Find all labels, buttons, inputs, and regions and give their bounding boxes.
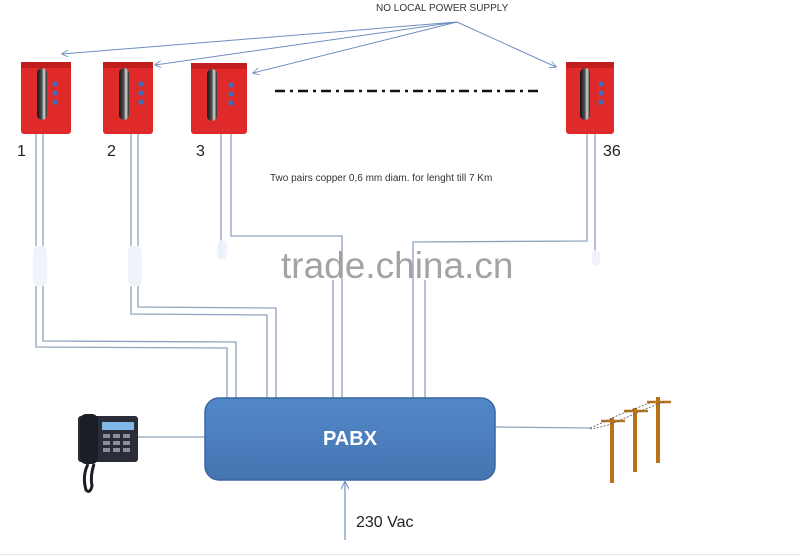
pabx-label: PABX: [322, 427, 378, 450]
desk-phone-icon: [78, 414, 138, 493]
arrow-to-phone-2: [155, 21, 458, 65]
watermark: trade.china.cn: [281, 245, 514, 286]
phone-2: [103, 62, 153, 134]
wire-phone-1-a2: [35, 286, 228, 398]
handset-icon: [207, 69, 217, 121]
wire-phone-36-a: [412, 134, 588, 398]
wire-phone-2-b2: [137, 286, 277, 398]
phone-label-1: 1: [17, 143, 26, 160]
handset-icon: [580, 68, 590, 120]
handset-icon: [37, 68, 47, 120]
wire-fade: [33, 240, 600, 286]
wires: [35, 134, 596, 438]
power-supply-label: 230 Vac: [356, 514, 414, 531]
arrow-to-phone-1: [62, 21, 458, 54]
power-arrows: [62, 21, 556, 73]
phone-3: [191, 63, 247, 134]
no-local-power-note: NO LOCAL POWER SUPPLY: [376, 3, 509, 14]
wire-external-line: [494, 426, 591, 429]
arrow-to-phone-36: [456, 21, 556, 67]
cable-spec-note: Two pairs copper 0,6 mm diam. for lenght…: [270, 173, 493, 184]
wire-phone-2-a2: [130, 286, 268, 398]
phone-label-2: 2: [107, 143, 116, 160]
arrow-to-phone-3: [253, 21, 458, 73]
wire-phone-3-b: [230, 134, 343, 398]
handset-icon: [119, 68, 129, 120]
phone-label-3: 3: [196, 143, 205, 160]
phone-label-36: 36: [603, 143, 621, 160]
wire-phone-1-b2: [42, 286, 237, 398]
phone-36: [566, 62, 614, 134]
bottom-divider: [0, 554, 800, 555]
telephone-poles-icon: [589, 397, 671, 483]
phone-1: [21, 62, 71, 134]
pabx-box: [204, 397, 496, 481]
